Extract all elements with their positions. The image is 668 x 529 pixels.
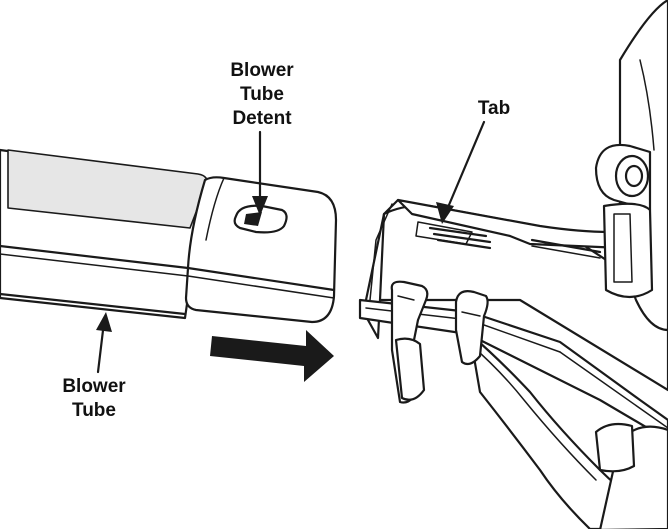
tab-leader bbox=[436, 120, 486, 224]
blower-tube-detent bbox=[233, 204, 288, 234]
label-detent-line-3: Detent bbox=[232, 108, 292, 129]
retaining-clip-right bbox=[454, 290, 489, 366]
detent-leader bbox=[252, 130, 268, 216]
blower-housing bbox=[358, 198, 668, 529]
retaining-clip-left bbox=[390, 280, 429, 404]
insert-arrow-icon bbox=[210, 330, 334, 382]
label-detent-line-1: Blower bbox=[230, 60, 294, 81]
label-tube-line-2: Tube bbox=[72, 400, 116, 421]
label-tube-line-1: Blower bbox=[62, 376, 126, 397]
tube-end-cap bbox=[184, 176, 338, 324]
tab-slot bbox=[415, 221, 492, 250]
tube-leader bbox=[96, 312, 112, 374]
label-tab: Tab bbox=[478, 98, 510, 119]
label-detent-line-2: Tube bbox=[240, 84, 284, 105]
motor-housing bbox=[594, 0, 668, 332]
blower-tube bbox=[0, 148, 208, 320]
bracket-knob bbox=[594, 143, 652, 212]
